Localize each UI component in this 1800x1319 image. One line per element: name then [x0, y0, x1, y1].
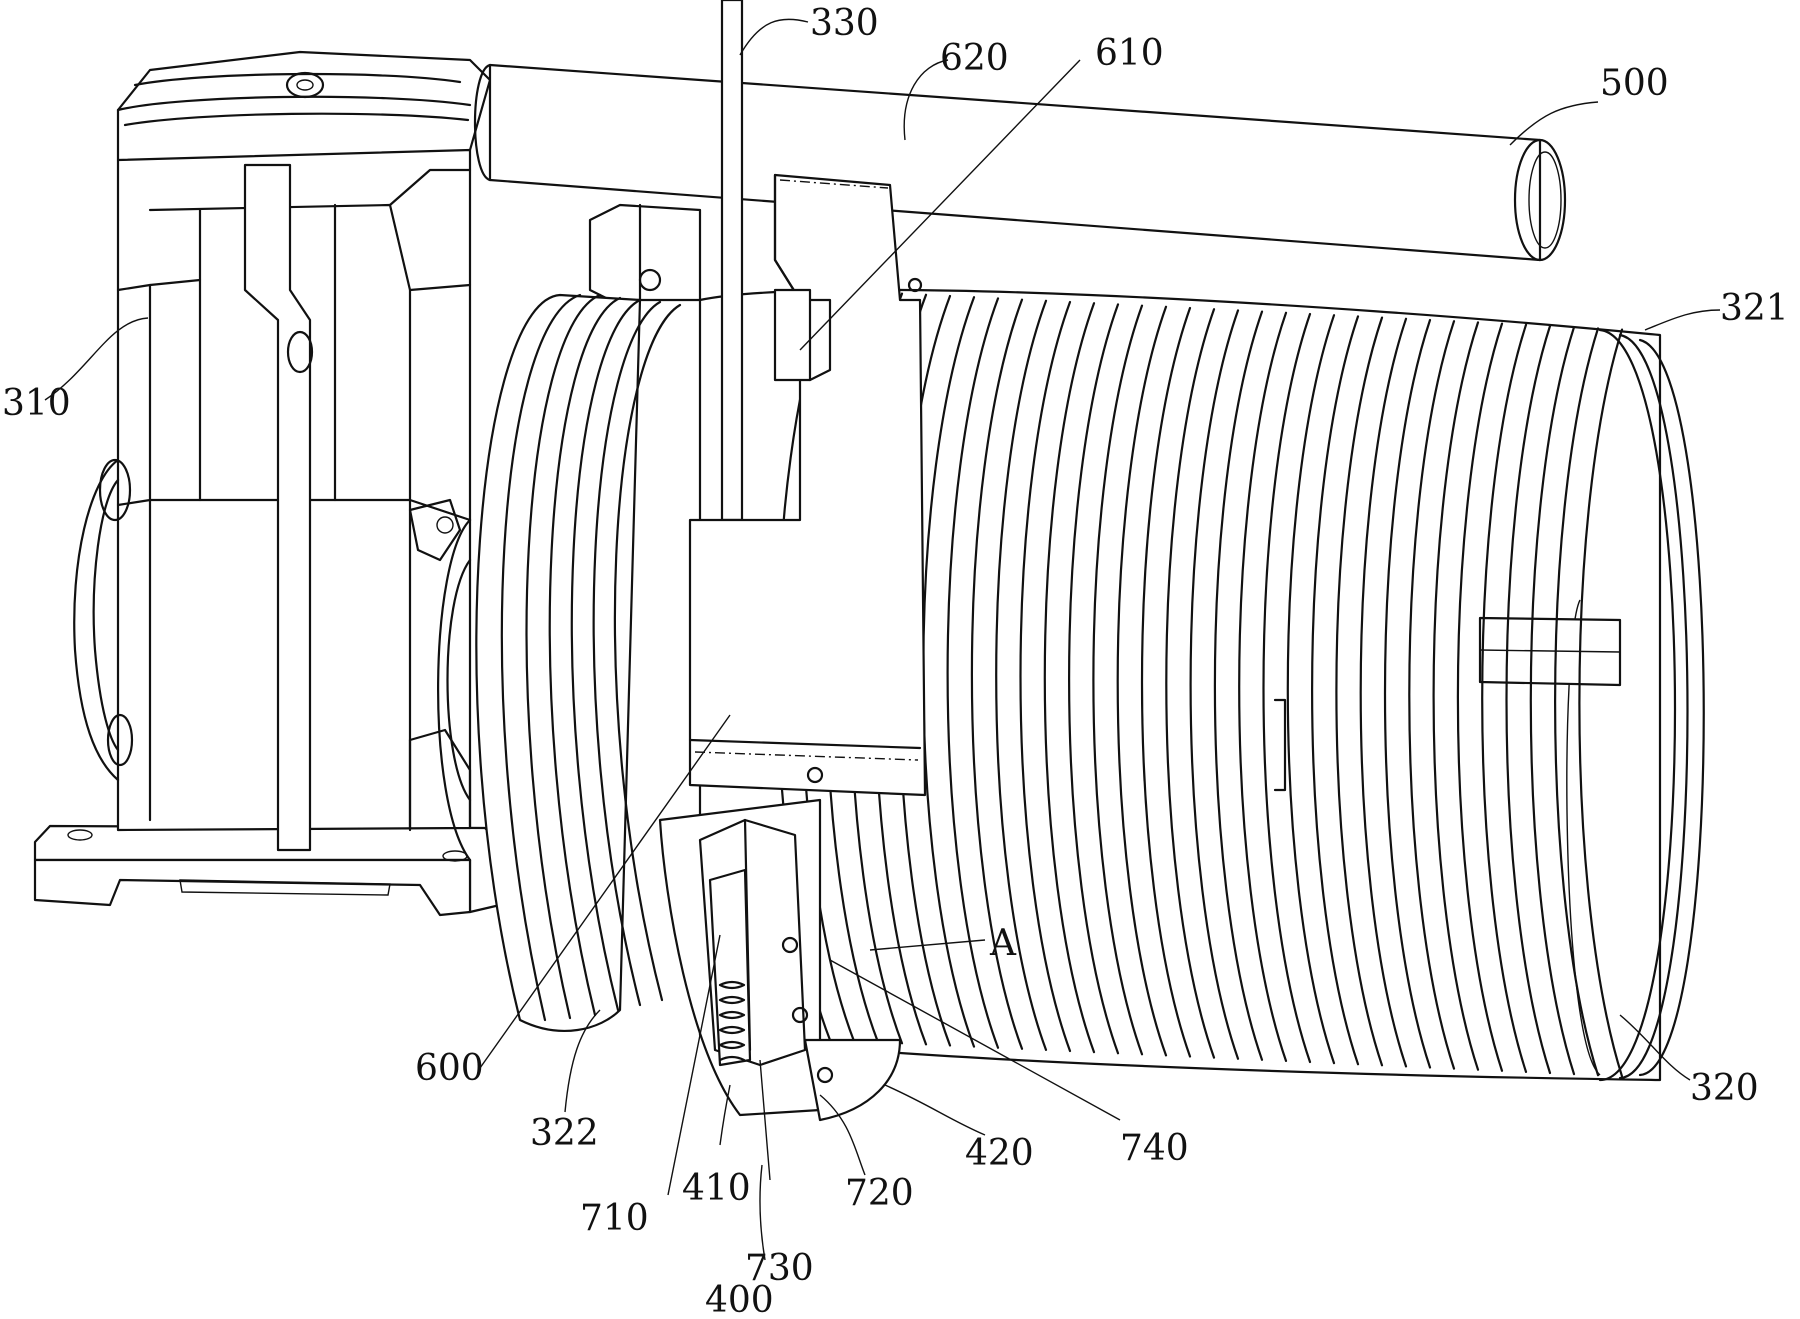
gearbox-housing [33, 50, 502, 917]
drum-groove [1529, 326, 1576, 1076]
reference-labels: 330 620 610 500 321 310 A 600 322 740 32… [2, 3, 1789, 1319]
label-720: 720 [845, 1173, 914, 1214]
drum-groove [1092, 304, 1144, 1056]
drum-groove [1383, 318, 1432, 1069]
drum-groove [1286, 314, 1336, 1065]
drum-groove [995, 299, 1048, 1051]
rear-bracket [588, 203, 702, 302]
drum-groove [1481, 323, 1528, 1073]
drum-groove [1019, 300, 1072, 1053]
label-400: 400 [705, 1280, 774, 1319]
drum-groove [1456, 322, 1504, 1072]
label-740: 740 [1120, 1128, 1189, 1169]
drum-groove [1116, 305, 1168, 1057]
label-610: 610 [1095, 33, 1164, 74]
label-A: A [989, 923, 1017, 964]
label-410: 410 [682, 1168, 751, 1209]
label-310: 310 [2, 383, 71, 424]
drum-groove [970, 298, 1024, 1050]
label-420: 420 [965, 1133, 1034, 1174]
top-shaft-500 [473, 63, 1567, 262]
drum-groove [1335, 316, 1384, 1067]
label-322: 322 [530, 1113, 599, 1154]
label-620: 620 [940, 38, 1009, 79]
drum-groove [1213, 310, 1264, 1061]
drum-groove [1432, 321, 1480, 1071]
drum-groove [1505, 324, 1552, 1075]
drum-groove [1189, 309, 1240, 1060]
label-600: 600 [415, 1048, 484, 1089]
drum-groove [1140, 306, 1192, 1058]
drum-groove [1043, 302, 1096, 1054]
drum-groove [1408, 320, 1456, 1070]
drum-groove [1262, 312, 1312, 1064]
drum-groove [1165, 308, 1216, 1059]
drum-groove [1578, 328, 1624, 1078]
drum-groove [946, 297, 1000, 1049]
drum-groove [1311, 315, 1360, 1066]
drum-groove [1238, 311, 1288, 1062]
label-321: 321 [1720, 288, 1789, 329]
label-710: 710 [580, 1198, 649, 1239]
label-730: 730 [745, 1248, 814, 1289]
drum-groove [1554, 327, 1600, 1077]
label-500: 500 [1600, 63, 1669, 104]
drum-flange-322 [437, 293, 682, 1032]
drum-groove [1359, 317, 1408, 1068]
label-320: 320 [1690, 1068, 1759, 1109]
label-330: 330 [810, 3, 879, 44]
leader-lines [44, 18, 1721, 1261]
drum-groove [1068, 303, 1120, 1055]
rope-guide-assembly [698, 818, 902, 1122]
